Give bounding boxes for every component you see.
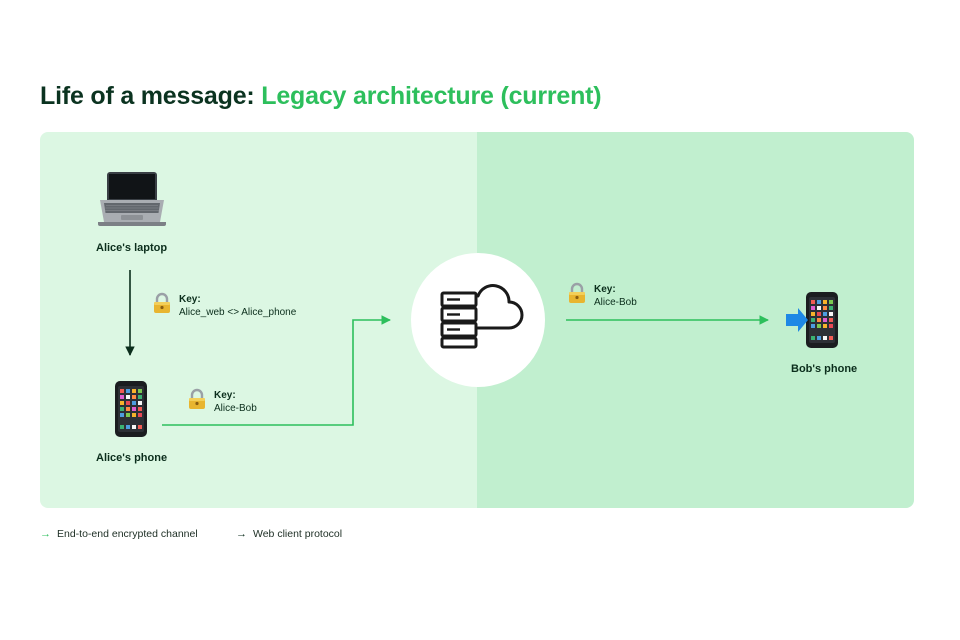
title-prefix: Life of a message: <box>40 82 255 110</box>
key-annotation-web: Key: Alice_web <> Alice_phone <box>151 292 297 319</box>
arrow-right-icon: → <box>40 528 51 540</box>
lock-icon <box>154 292 170 313</box>
smartphone-icon <box>115 381 147 437</box>
laptop-icon <box>98 172 166 226</box>
server-cloud-icon <box>411 253 545 387</box>
key-title: Key: <box>214 390 236 401</box>
key-title: Key: <box>594 284 616 295</box>
key-title: Key: <box>179 294 201 305</box>
alice-laptop-label: Alice's laptop <box>96 242 168 254</box>
legend-web: → Web client protocol <box>236 528 342 540</box>
legend-web-label: Web client protocol <box>253 528 343 540</box>
page-title: Life of a message: Legacy architecture (… <box>40 82 602 111</box>
title-highlight: Legacy architecture (current) <box>261 82 602 110</box>
lock-icon <box>189 388 205 409</box>
bob-phone-label: Bob's phone <box>791 363 858 375</box>
legend-e2e-label: End-to-end encrypted channel <box>57 528 198 540</box>
legend-e2e: → End-to-end encrypted channel <box>40 528 198 540</box>
lock-icon <box>569 282 585 303</box>
smartphone-incoming-icon <box>786 292 838 348</box>
e2e-arrow-alice-to-server <box>162 315 391 426</box>
arrow-right-icon: → <box>236 528 247 540</box>
key-annotation-server-bob: Key: Alice-Bob <box>566 282 637 309</box>
key-value: Alice_web <> Alice_phone <box>179 307 297 318</box>
key-value: Alice-Bob <box>594 297 637 308</box>
key-value: Alice-Bob <box>214 403 257 414</box>
key-annotation-alice-bob: Key: Alice-Bob <box>186 388 257 415</box>
alice-phone-label: Alice's phone <box>96 452 168 464</box>
